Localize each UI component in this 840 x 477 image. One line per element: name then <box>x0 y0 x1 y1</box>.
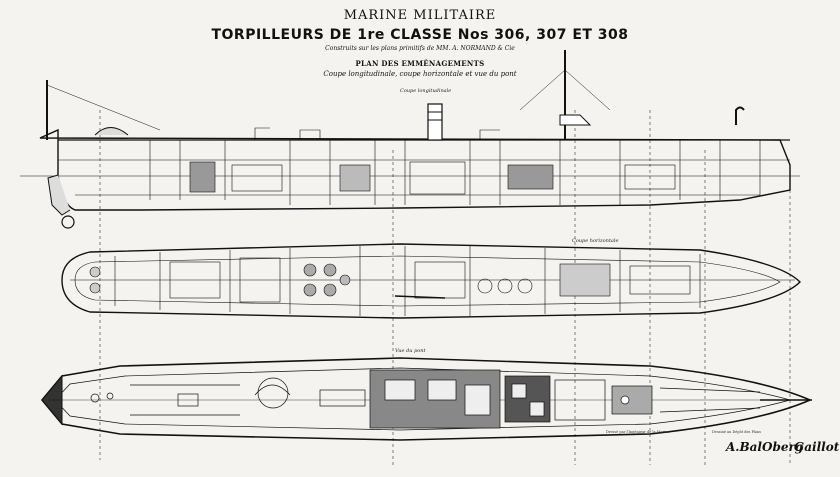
signature-3: Gaillot <box>794 440 840 454</box>
page-subtitle: TORPILLEURS DE 1re CLASSE Nos 306, 307 E… <box>211 27 629 43</box>
footer-note-left: Dressé par l'Ingénieur de la Marine <box>606 430 670 434</box>
horizontal-section <box>61 243 801 319</box>
deck-view <box>40 357 812 441</box>
deck-view-label: Vue du pont <box>395 348 426 354</box>
longitudinal-section <box>20 50 800 229</box>
page-title: MARINE MILITAIRE <box>343 8 497 23</box>
signature-1: A.Bal <box>726 440 762 454</box>
horizontal-section-label: Coupe horizontale <box>572 238 619 244</box>
plan-subtitle: Coupe longitudinale, coupe horizontale e… <box>323 70 517 78</box>
signature-2: Oberg <box>762 440 804 454</box>
plan-title: PLAN DES EMMÉNAGEMENTS <box>355 59 485 68</box>
footer-note-right: Dessiné au Dépôt des Plans <box>712 430 762 434</box>
longitudinal-section-label: Coupe longitudinale <box>400 88 452 94</box>
builder-line: Construits sur les plans primitifs de MM… <box>325 45 515 52</box>
